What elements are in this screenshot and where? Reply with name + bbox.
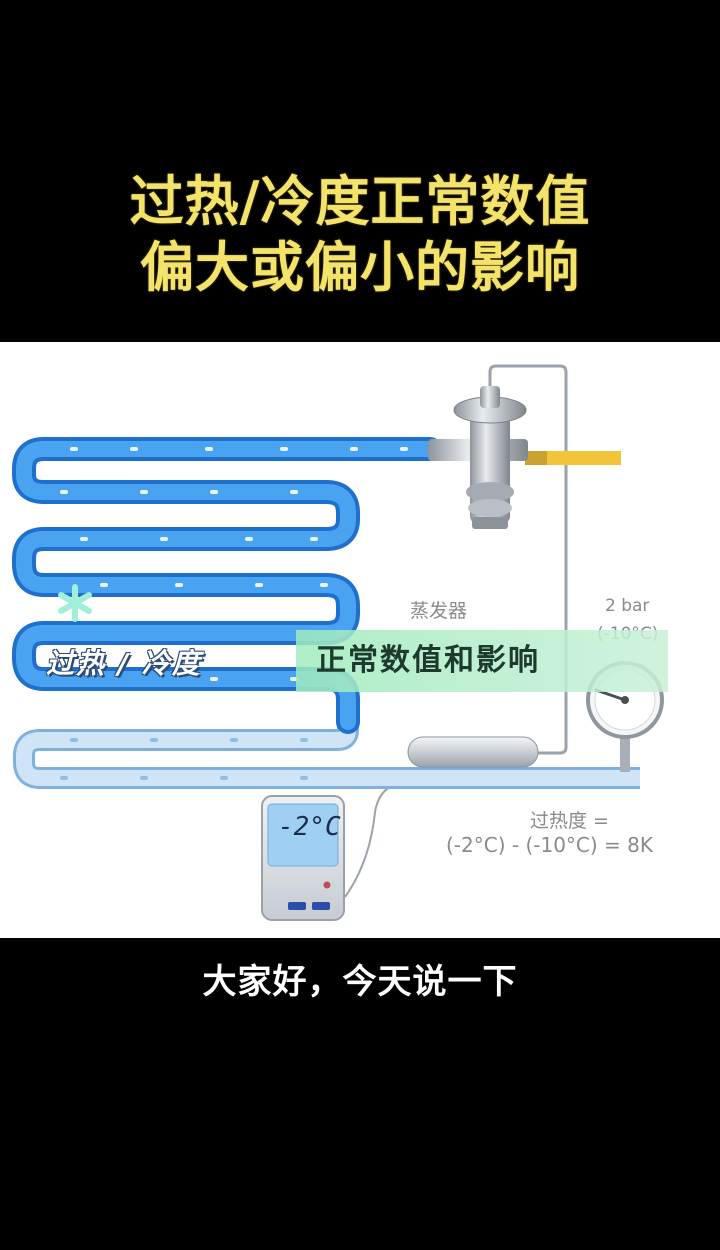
thermometer-icon <box>261 795 345 921</box>
suction-line <box>13 720 640 789</box>
diagram-panel: 蒸发器 2 bar (-10°C) 过热度 = (-2°C) - (-10°C)… <box>0 342 720 938</box>
superheat-label: 过热度 = <box>530 810 609 832</box>
sensing-bulb <box>407 736 539 768</box>
sparkle-icon <box>58 584 92 622</box>
normal-values-tag: 正常数值和影响 <box>296 630 668 692</box>
capillary-tube <box>488 364 568 755</box>
expansion-valve-icon <box>428 386 528 529</box>
vapor-dots <box>60 738 308 780</box>
title-line-2: 偏大或偏小的影响 <box>140 236 580 299</box>
refrigerant-dots <box>60 447 408 681</box>
thermometer-reading: -2°C <box>278 812 341 842</box>
liquid-line <box>545 451 621 465</box>
superheat-formula: (-2°C) - (-10°C) = 8K <box>446 833 653 857</box>
evaporator-label: 蒸发器 <box>410 600 468 622</box>
evaporator-diagram <box>12 364 664 921</box>
evaporator-coil-inner <box>16 441 438 730</box>
superheat-subcool-tag: 过热 / 冷度 <box>46 647 202 680</box>
probe-wire <box>344 781 411 898</box>
title-line-1: 过热/冷度正常数值 <box>129 170 591 233</box>
caption-subtitle: 大家好，今天说一下 <box>202 962 518 1002</box>
pressure-reading: 2 bar <box>605 596 650 616</box>
